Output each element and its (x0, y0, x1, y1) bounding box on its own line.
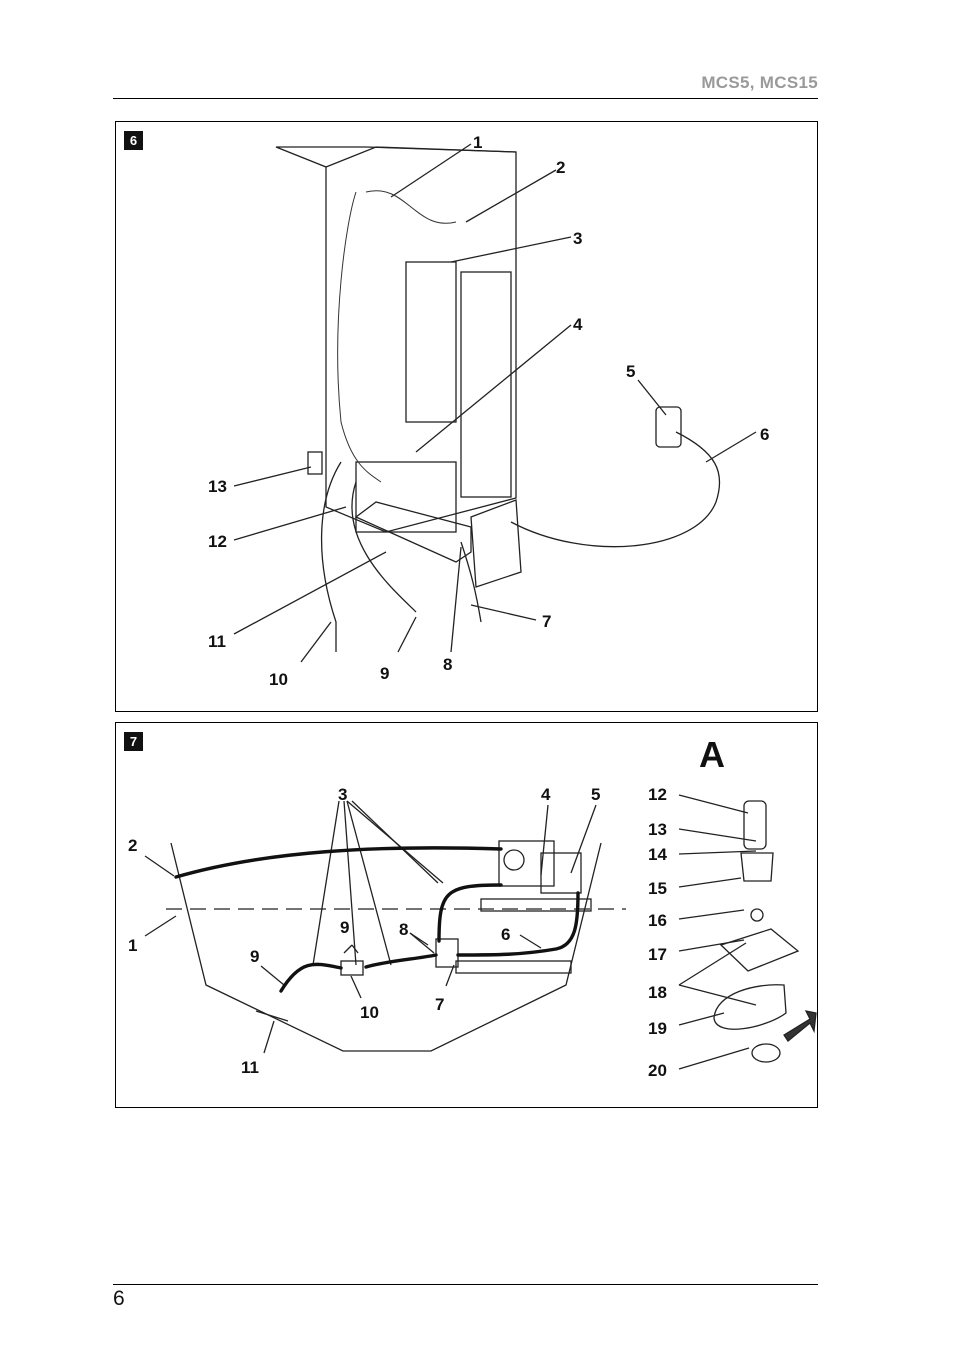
label-7-12: 12 (648, 785, 667, 804)
power-cable (510, 431, 721, 548)
electronics-box (470, 499, 522, 588)
figure-7: 7 (115, 722, 818, 1108)
sea-cock (255, 1010, 289, 1022)
figure-7-drawing: 1 2 3 4 5 6 7 8 9 9 10 11 A 12 13 14 15 … (128, 734, 817, 1080)
page-number: 6 (113, 1287, 125, 1310)
label-7-18: 18 (648, 983, 667, 1002)
socket (655, 406, 682, 448)
label-7-20: 20 (648, 1061, 667, 1080)
label-6-5: 5 (626, 362, 635, 381)
flexible-hose (337, 190, 457, 483)
label-7-11: 11 (241, 1058, 259, 1077)
hull-outline (170, 842, 602, 1052)
drain-hose-7 (460, 541, 482, 623)
label-6-11: 11 (208, 632, 226, 651)
label-6-10: 10 (269, 670, 288, 689)
footer-rule (113, 1284, 818, 1285)
cabinet-top-edge (325, 146, 517, 168)
label-6-3: 3 (573, 229, 582, 248)
label-7-6: 6 (501, 925, 510, 944)
figure-6-drawing: 1 2 3 4 5 6 7 8 9 10 11 12 13 (208, 133, 769, 689)
figure-6-number: 6 (124, 131, 143, 150)
label-7-10: 10 (360, 1003, 379, 1022)
unit-body (498, 840, 555, 887)
evaporator-right (460, 271, 512, 498)
pump-base (455, 960, 572, 974)
label-6-1: 1 (473, 133, 482, 152)
filter (340, 960, 364, 976)
unit-controller (540, 852, 582, 894)
label-7-9a: 9 (250, 947, 259, 966)
header-rule (113, 98, 818, 99)
pump (435, 938, 459, 968)
label-6-2: 2 (556, 158, 565, 177)
label-7-5: 5 (591, 785, 600, 804)
figure-7-number: 7 (124, 732, 143, 751)
label-7-7: 7 (435, 995, 444, 1014)
label-7-8: 8 (399, 920, 408, 939)
label-6-4: 4 (573, 315, 583, 334)
unit-base (480, 898, 592, 912)
label-6-6: 6 (760, 425, 769, 444)
label-6-12: 12 (208, 532, 227, 551)
unit-fan (503, 849, 525, 871)
label-7-1: 1 (128, 936, 137, 955)
base-tray (354, 501, 472, 563)
label-6-13: 13 (208, 477, 227, 496)
label-7-16: 16 (648, 911, 667, 930)
label-7-4: 4 (541, 785, 551, 804)
label-6-9: 9 (380, 664, 389, 683)
label-7-13: 13 (648, 820, 667, 839)
water-hoses (174, 846, 580, 993)
figure-6: 6 (115, 121, 818, 712)
label-7-14: 14 (648, 845, 667, 864)
label-6-8: 8 (443, 655, 452, 674)
label-7-3: 3 (338, 785, 347, 804)
label-7-2: 2 (128, 836, 137, 855)
drain-hose-10 (320, 461, 342, 652)
detail-letter-a: A (699, 734, 725, 775)
label-7-17: 17 (648, 945, 667, 964)
compressor-unit (355, 461, 457, 533)
detail-a (713, 800, 817, 1063)
label-7-15: 15 (648, 879, 667, 898)
drain-hose-9 (351, 481, 417, 613)
label-7-19: 19 (648, 1019, 667, 1038)
label-6-7: 7 (542, 612, 551, 631)
label-7-9b: 9 (340, 918, 349, 937)
component-13 (307, 451, 323, 475)
evaporator-left (405, 261, 457, 423)
model-header: MCS5, MCS15 (701, 73, 818, 92)
